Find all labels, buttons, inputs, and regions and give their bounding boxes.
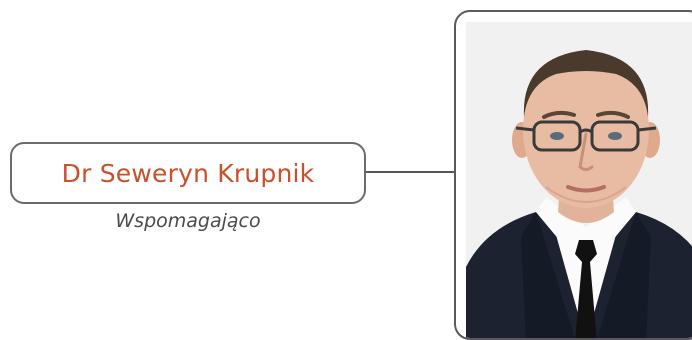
portrait-frame: [454, 10, 692, 340]
person-role: Wspomagająco: [115, 210, 261, 232]
portrait-photo: [466, 22, 692, 338]
person-name: Dr Seweryn Krupnik: [61, 158, 315, 188]
connector-line: [366, 171, 454, 173]
person-name-box: Dr Seweryn Krupnik: [10, 142, 366, 204]
